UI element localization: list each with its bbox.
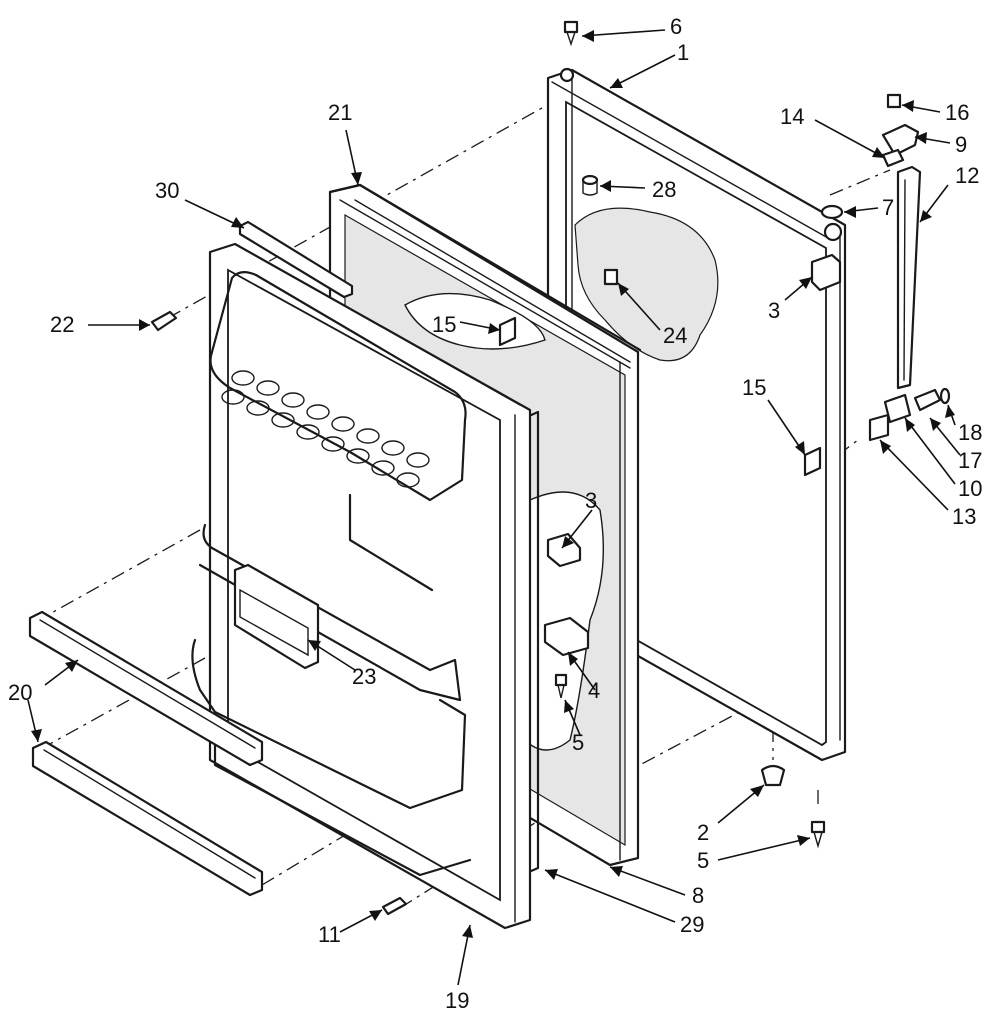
callout-19: 19: [445, 988, 469, 1013]
callout-21: 21: [328, 100, 352, 125]
callout-arrows: [27, 29, 961, 986]
top-trim-strip: [238, 220, 354, 299]
callout-30: 30: [155, 178, 179, 203]
callout-10: 9: [955, 132, 967, 157]
screw-5-bottom: [810, 820, 826, 849]
callout-7: 7: [882, 195, 894, 220]
breaker-strip: [328, 183, 642, 369]
callout-4: 4: [588, 678, 600, 703]
callout-15-lower: 15: [742, 375, 766, 400]
callout-18: 18: [958, 420, 982, 445]
foot-cap-2: [760, 764, 786, 787]
door-shelf-bar-upper: [28, 610, 264, 767]
hinge-plate-4: [543, 616, 590, 657]
hinge-bottom-hardware: [868, 387, 951, 442]
callout-3-upper: 3: [768, 298, 780, 323]
callout-12: 12: [955, 163, 979, 188]
bracket-3-upper: [810, 253, 842, 292]
foam-cutaway: [574, 207, 719, 362]
callout-15-upper: 15: [432, 312, 456, 337]
callout-1: 1: [677, 40, 689, 65]
clip-24: [603, 268, 619, 286]
callout-9: 11: [318, 922, 341, 947]
callout-3-lower: 3: [585, 488, 597, 513]
callout-22: 22: [50, 312, 74, 337]
screw-5-mid: [554, 673, 568, 699]
egg-tray: [221, 370, 430, 488]
callout-28: 28: [652, 177, 676, 202]
callout-13: 13: [952, 504, 976, 529]
hinge-clip-15a: [498, 316, 517, 347]
door-liner: [191, 242, 532, 930]
plug-28: [581, 174, 599, 196]
callout-17: 17: [958, 448, 982, 473]
callout-5-bottom: 5: [697, 848, 709, 873]
cap-7: [820, 204, 844, 220]
callout-23: 23: [352, 664, 376, 689]
callout-20: 20: [8, 680, 32, 705]
hinge-top-hardware: [881, 93, 920, 168]
callout-2: 2: [697, 820, 709, 845]
screw-top: [563, 20, 579, 47]
hinge-clip-15b: [803, 446, 822, 477]
callout-6: 6: [670, 14, 682, 39]
callout-29: 29: [680, 912, 704, 937]
callout-16: 16: [945, 100, 969, 125]
screw-22: [150, 310, 178, 332]
door-shelf-bar-lower: [31, 740, 264, 897]
screw-9: [381, 896, 408, 916]
callout-labels: 6 1 21 30 22 28 24 15 14 16 9 12 7 3 15 …: [8, 14, 982, 1013]
callout-24: 24: [663, 323, 687, 348]
callout-14: 14: [780, 104, 804, 129]
callout-5-mid: 5: [572, 730, 584, 755]
callout-8: 8: [692, 883, 704, 908]
butter-compartment: [233, 563, 320, 670]
callout-11: 10: [958, 476, 982, 501]
door-handle-12: [896, 165, 922, 390]
